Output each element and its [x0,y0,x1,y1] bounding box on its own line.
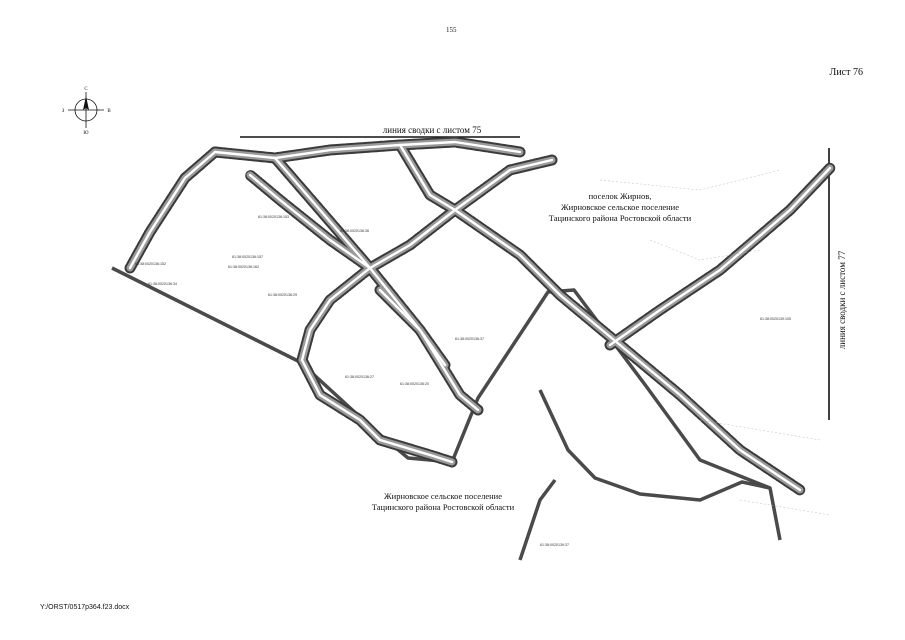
parcel-label: 61:38:0020136:162 [228,265,259,269]
parcel-label: 61:38:0020139:37 [540,543,569,547]
area-label-line1: Жирновское сельское поселение [384,491,502,501]
file-path: Y:/ORST/0517p364.f23.docx [40,604,130,611]
match-line-right-label: линия сводки с листом 77 [837,250,847,349]
parcel-label: 61:38:0020136:153 [258,215,289,219]
parcel-label: 61:38:0020136:36 [340,229,369,233]
parcel-outlines [599,169,831,516]
road-network [124,136,836,496]
parcel-label: 61:38:0020136:27 [345,375,374,379]
compass-north: С [84,87,88,92]
match-line-top-label: линия сводки с листом 75 [383,125,482,135]
parcel-label: 61:38:0020136:157 [232,255,263,259]
boundary-lines [111,266,782,561]
page-number: 155 [446,26,457,34]
settlement-label-line1: поселок Жирнов, [589,191,652,201]
compass-east: В [107,109,111,114]
compass-icon: С Ю З В [62,87,112,136]
parcel-labels: 61:38:0020136:36 61:38:0020136:37 61:38:… [135,215,791,547]
sheet-label: Лист 76 [829,67,863,78]
parcel-label: 61:38:0020136:29 [268,293,297,297]
parcel-label: 61:38:0020136:152 [135,262,166,266]
compass-west: З [62,109,65,114]
parcel-label: 61:38:0020136:37 [455,337,484,341]
parcel-label: 61:38:0020136:34 [148,282,177,286]
parcel-label: 61:38:0020136:20 [400,382,429,386]
compass-south: Ю [83,131,88,136]
settlement-label-line2: Жирновское сельское поселение [561,202,679,212]
parcel-label: 61:38:0020139:105 [760,317,791,321]
area-label-line2: Тацинского района Ростовской области [372,502,515,512]
settlement-label-line3: Тацинского района Ростовской области [549,213,692,223]
